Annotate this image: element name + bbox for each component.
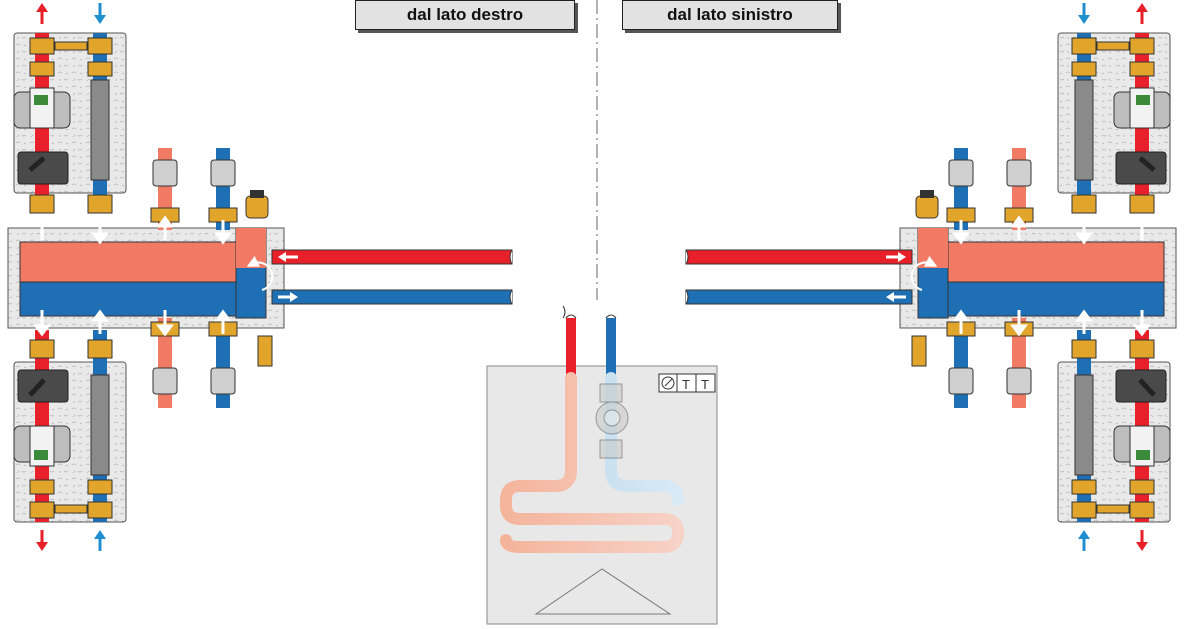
circulation-pump-icon [595, 383, 629, 459]
floor-heating-unit: T T [486, 305, 718, 625]
svg-text:T: T [701, 377, 709, 392]
floor-symbol [534, 568, 672, 615]
thermostat-icon: T T [658, 373, 716, 393]
label-left-side: dal lato sinistro [622, 0, 838, 30]
circulation-pump-icon [13, 87, 71, 129]
left-assembly [7, 3, 513, 551]
circulation-pump-icon [13, 425, 71, 467]
right-assembly [685, 3, 1177, 551]
label-right-side: dal lato destro [355, 0, 575, 30]
air-vent-icon [245, 190, 269, 219]
svg-text:T: T [682, 377, 690, 392]
drain-valve-icon [257, 335, 273, 367]
